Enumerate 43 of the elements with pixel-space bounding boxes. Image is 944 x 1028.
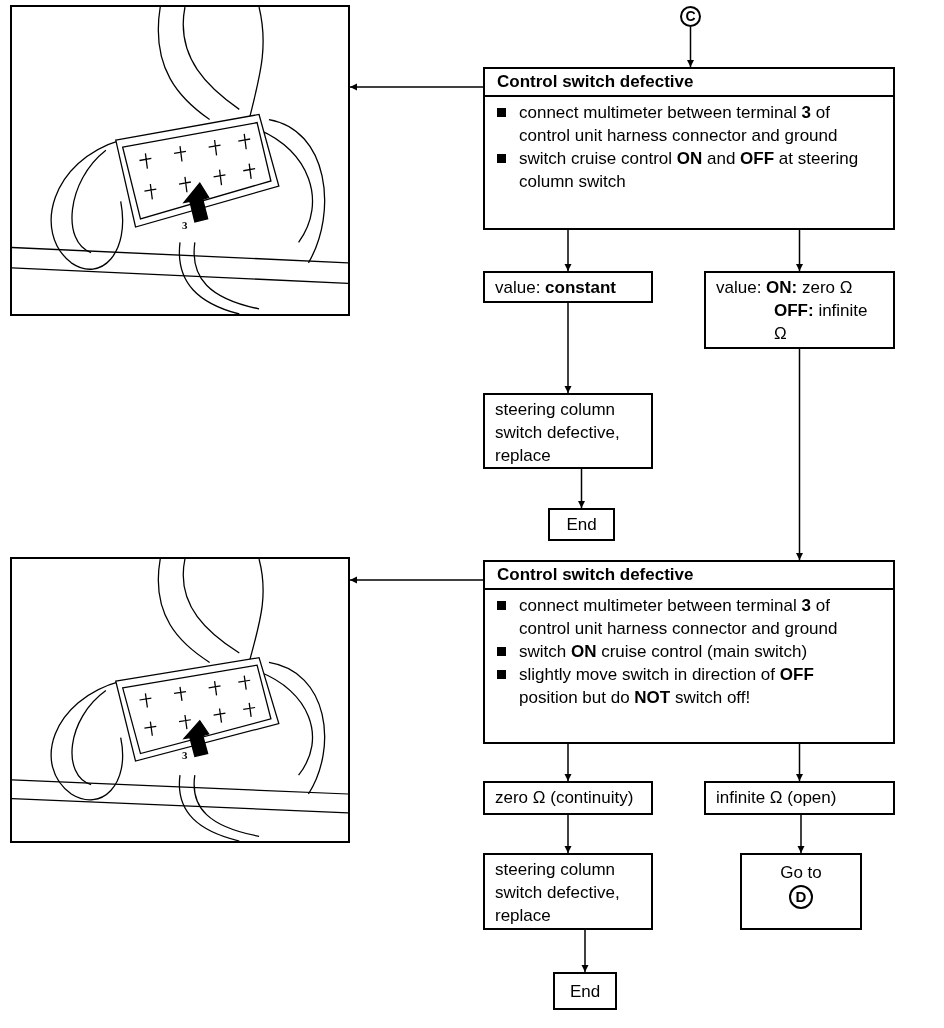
result-text: zero Ω (continuity)	[494, 787, 635, 809]
arrow	[796, 229, 803, 272]
arrow	[349, 576, 484, 584]
result-text: steering column switch defective, replace	[494, 859, 621, 927]
result-box	[483, 393, 653, 469]
step-instruction: switch ON cruise control (main switch)	[485, 640, 893, 663]
end-text: End	[569, 980, 601, 1003]
result-box	[704, 271, 895, 349]
connector-letter: C	[685, 8, 696, 24]
arrow	[564, 229, 572, 272]
arrow	[564, 302, 572, 394]
arrow	[687, 26, 694, 68]
step-heading: Control switch defective	[485, 562, 893, 590]
arrow	[797, 814, 805, 854]
arrow	[796, 348, 803, 561]
connector-letter: D	[789, 885, 813, 909]
arrow	[564, 743, 572, 782]
result-text: value: ON: zero Ω OFF: infinite Ω	[715, 277, 869, 345]
end-text: End	[566, 514, 597, 536]
result-box	[483, 781, 653, 815]
step-box	[483, 560, 895, 744]
arrow	[796, 743, 803, 782]
end-box	[548, 508, 615, 541]
arrow	[564, 814, 572, 854]
result-text: infinite Ω (open)	[715, 787, 838, 809]
arrow	[578, 468, 585, 509]
step-instruction: switch cruise control ON and OFF at steering column switch	[485, 147, 893, 193]
result-text: steering column switch defective, replace	[494, 399, 621, 467]
end-box	[553, 972, 617, 1010]
result-box	[483, 271, 653, 303]
result-text: value: constant	[494, 277, 617, 299]
step-heading: Control switch defective	[485, 69, 893, 97]
callout-number: 3	[182, 219, 188, 231]
result-box	[483, 853, 653, 930]
result-box	[704, 781, 895, 815]
step-instruction: slightly move switch in direction of OFF position but do NOT switch off!	[485, 663, 893, 709]
arrow	[349, 83, 484, 91]
callout-number: 3	[182, 749, 188, 761]
step-box	[483, 67, 895, 230]
arrow	[581, 929, 589, 973]
connector-circle	[680, 6, 701, 27]
goto-box	[740, 853, 862, 930]
goto-text: Go to	[779, 862, 823, 884]
